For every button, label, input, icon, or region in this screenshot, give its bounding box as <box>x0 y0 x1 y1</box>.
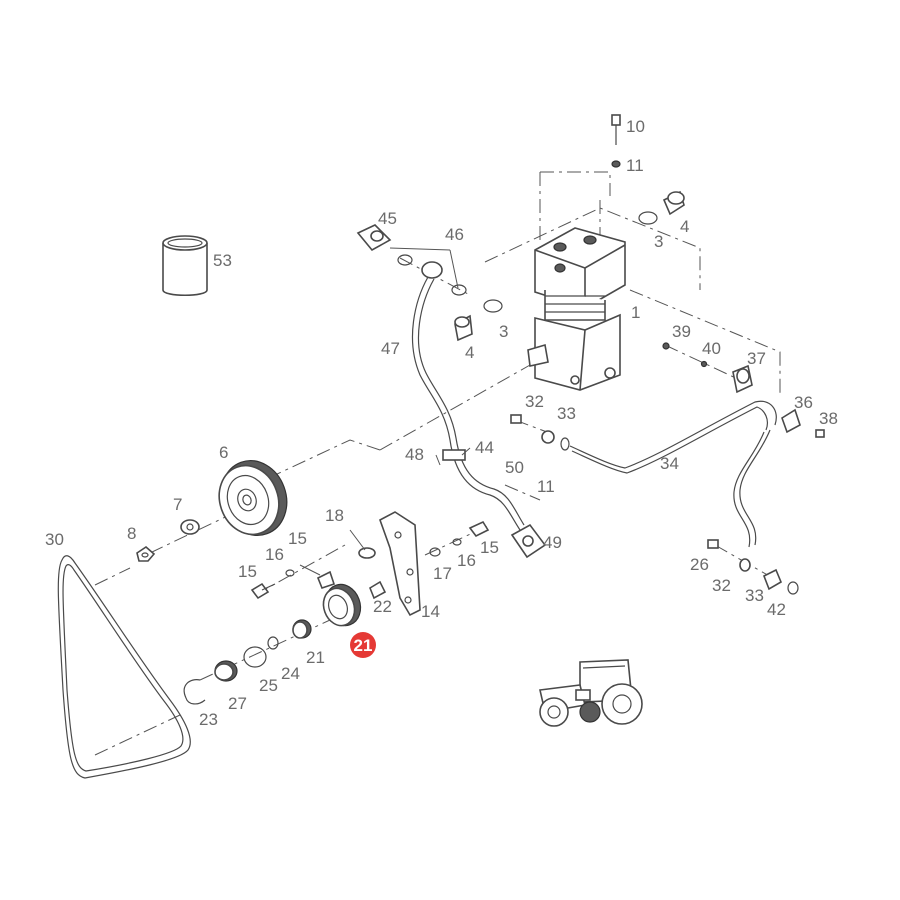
callout-39: 39 <box>672 322 691 341</box>
leader-lines <box>299 247 471 576</box>
callout-48: 48 <box>405 445 424 464</box>
callout-11: 11 <box>626 156 644 175</box>
callout-53: 53 <box>213 251 232 270</box>
top-fasteners <box>454 114 685 342</box>
callout-17: 17 <box>433 564 452 583</box>
callout-7: 7 <box>173 495 182 514</box>
callout-4: 4 <box>465 343 474 362</box>
highlight-marker <box>350 632 376 658</box>
callout-11: 11 <box>537 477 555 496</box>
idler-pulley <box>183 583 362 705</box>
callout-8: 8 <box>127 524 136 543</box>
delivery-pipe <box>510 342 825 595</box>
callout-16: 16 <box>265 545 284 564</box>
air-compressor <box>527 227 626 391</box>
callout-32: 32 <box>525 392 544 411</box>
callout-30: 30 <box>45 530 64 549</box>
callout-42: 33 <box>745 586 764 605</box>
callout-15: 15 <box>480 538 499 557</box>
callout-18: 18 <box>325 506 344 525</box>
callout-49: 49 <box>543 533 562 552</box>
callout-10: 10 <box>626 117 645 136</box>
callout-47: 47 <box>381 339 400 358</box>
callout-15: 15 <box>238 562 257 581</box>
crank-pulley <box>218 460 288 536</box>
callout-1: 1 <box>631 303 640 322</box>
callout-50: 50 <box>505 458 524 477</box>
callout-38: 38 <box>819 409 838 428</box>
callout-21: 21 <box>354 636 373 655</box>
callout-6: 6 <box>219 443 228 462</box>
callout-44: 44 <box>475 438 494 457</box>
highlight-callout-21[interactable]: 21 <box>350 632 376 658</box>
callout-36: 36 <box>794 393 813 412</box>
callout-15: 15 <box>288 529 307 548</box>
callout-4: 4 <box>680 217 689 236</box>
callout-46: 46 <box>445 225 464 244</box>
oil-feed-pipe <box>356 224 547 559</box>
callout-22: 22 <box>373 597 392 616</box>
idler-bracket <box>250 511 490 617</box>
callout-16: 16 <box>457 551 476 570</box>
callout-43: 42 <box>767 600 786 619</box>
callout-3: 3 <box>499 322 508 341</box>
callout-32: 26 <box>690 555 709 574</box>
callout-33: 32 <box>712 576 731 595</box>
callout-3: 3 <box>654 232 663 251</box>
callout-34: 34 <box>660 454 679 473</box>
callout-24: 21 <box>306 648 325 667</box>
callout-25: 24 <box>281 664 300 683</box>
drive-belt <box>57 555 191 779</box>
callout-27: 25 <box>259 676 278 695</box>
callout-37: 37 <box>747 349 766 368</box>
callout-33: 33 <box>557 404 576 423</box>
filter-cartridge <box>162 235 208 297</box>
callout-45: 45 <box>378 209 397 228</box>
tractor-icon <box>539 659 643 727</box>
callout-14: 14 <box>421 602 440 621</box>
callout-labels: 10 11 4 3 45 46 53 1 3 4 47 39 40 37 32 … <box>45 117 838 729</box>
callout-26: 23 <box>199 710 218 729</box>
callout-23: 27 <box>228 694 247 713</box>
pulley-fasteners <box>136 519 200 562</box>
callout-40: 40 <box>702 339 721 358</box>
